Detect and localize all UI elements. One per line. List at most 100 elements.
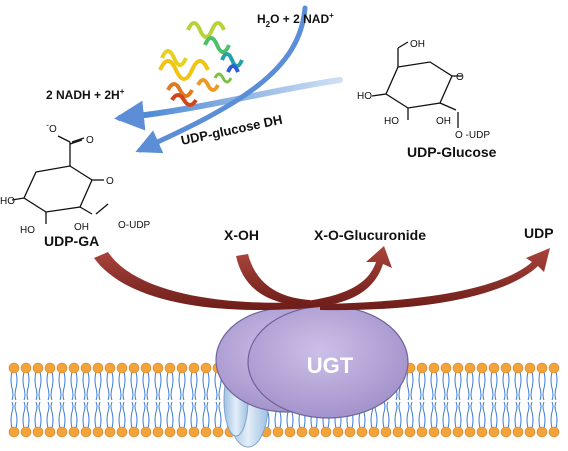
lipid-tail [46, 401, 54, 429]
glucose-oh-2: OH [436, 116, 451, 127]
lipid-head [176, 362, 188, 374]
lipid-tail [106, 371, 114, 401]
lipid-tail [526, 371, 534, 401]
lipid-tail [478, 401, 486, 429]
lipid-tail [538, 371, 546, 401]
lipid-head [212, 426, 224, 438]
lipid-head [164, 426, 176, 438]
lipid-tail [454, 401, 462, 429]
ga-oh-2: OH [74, 222, 89, 233]
lipid-tail [22, 371, 30, 401]
lipid-tail [10, 401, 18, 429]
lipid-head [80, 362, 92, 374]
lipid-head [20, 362, 32, 374]
lipid-tail [70, 401, 78, 429]
lipid-head [392, 426, 404, 438]
lipid-head [200, 426, 212, 438]
lipid-head [428, 426, 440, 438]
lipid-tail [82, 371, 90, 401]
lipid-head [20, 426, 32, 438]
lipid-tail [118, 371, 126, 401]
lipid-tail [82, 401, 90, 429]
ribbon-protein-structure-icon [158, 21, 244, 107]
lipid-tail [178, 371, 186, 401]
xoh-sweep-arrow [236, 254, 312, 306]
lipid-head [416, 362, 428, 374]
lipid-tail [430, 401, 438, 429]
udp-glucose-structure [371, 41, 462, 128]
conjugation-arrows [94, 246, 550, 311]
lipid-tail [58, 371, 66, 401]
udp-ga-name: UDP-GA [44, 233, 99, 249]
lipid-tail [550, 371, 558, 401]
lipid-head [116, 362, 128, 374]
lipid-head [524, 426, 536, 438]
ugt-enzyme: UGT [215, 305, 409, 419]
udp-product-arrow [320, 248, 550, 311]
lipid-tail [490, 371, 498, 401]
glucose-oh-6: OH [410, 39, 425, 50]
lipid-tail [466, 371, 474, 401]
glucose-ho-3: HO [384, 116, 399, 127]
lipid-tail [538, 401, 546, 429]
lipid-head [368, 426, 380, 438]
lipid-head [452, 426, 464, 438]
lipid-tail [58, 401, 66, 429]
glucose-o-udp: O -UDP [455, 130, 490, 141]
lipid-tail [166, 371, 174, 401]
lipid-head [104, 362, 116, 374]
lipid-head [428, 362, 440, 374]
lipid-tail [526, 401, 534, 429]
lipid-tail [142, 371, 150, 401]
lipid-head [284, 426, 296, 438]
lipid-tail [190, 401, 198, 429]
lipid-tail [94, 401, 102, 429]
lipid-head [344, 426, 356, 438]
lipid-head [548, 362, 560, 374]
lipid-tail [34, 371, 42, 401]
lipid-tail [118, 401, 126, 429]
lipid-tail [106, 401, 114, 429]
lipid-tail [454, 371, 462, 401]
lipid-head [32, 362, 44, 374]
lipid-head [356, 426, 368, 438]
udpga-sweep-arrow [94, 252, 330, 311]
glucuronide-product-arrow [300, 246, 392, 308]
lipid-head [488, 426, 500, 438]
lipid-tail [514, 401, 522, 429]
lipid-head [140, 426, 152, 438]
lipid-head [404, 426, 416, 438]
lipid-head [116, 426, 128, 438]
lipid-tail [514, 371, 522, 401]
lipid-head [152, 426, 164, 438]
ga-ho-3: HO [20, 225, 35, 236]
lipid-tail [502, 371, 510, 401]
lipid-head [104, 426, 116, 438]
lipid-head [164, 362, 176, 374]
lipid-head [44, 426, 56, 438]
ga-carboxyl-o-lower: O [86, 135, 94, 146]
substrate-x-oh: X-OH [224, 227, 259, 243]
lipid-tail [34, 401, 42, 429]
lipid-head [464, 426, 476, 438]
lipid-head [476, 362, 488, 374]
lipid-head [332, 426, 344, 438]
udp-glucose-name: UDP-Glucose [407, 144, 497, 160]
lipid-tail [214, 401, 222, 429]
lipid-head [92, 426, 104, 438]
byproduct-udp: UDP [524, 225, 554, 241]
lipid-head [416, 426, 428, 438]
lipid-head [68, 426, 80, 438]
lipid-tail [154, 401, 162, 429]
lipid-head [140, 362, 152, 374]
lipid-head [188, 362, 200, 374]
ga-ho-4: HO [0, 196, 15, 207]
lipid-tail [406, 371, 414, 401]
lipid-head [500, 426, 512, 438]
lipid-tail [22, 401, 30, 429]
lipid-head [500, 362, 512, 374]
lipid-tail [46, 371, 54, 401]
lipid-head [464, 362, 476, 374]
